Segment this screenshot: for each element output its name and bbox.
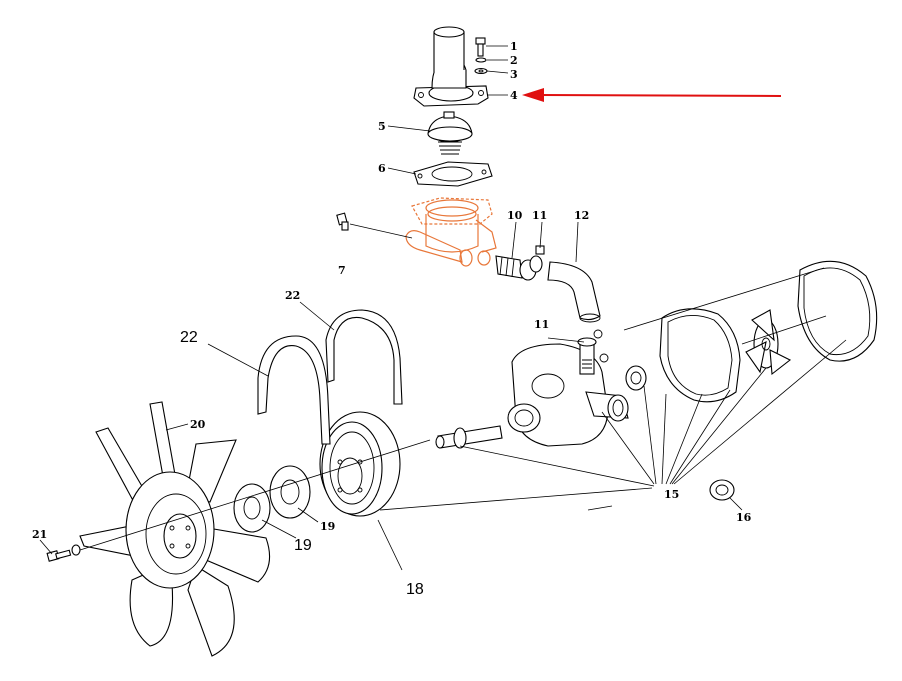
label-12: 12 [574, 209, 589, 222]
fan-spacer [233, 465, 311, 533]
label-22-bold: 22 [285, 289, 300, 302]
label-22-thin: 22 [180, 329, 198, 346]
thermostat [427, 111, 473, 155]
label-11-top: 11 [532, 209, 547, 222]
label-4: 4 [510, 89, 518, 102]
bypass-hose [547, 261, 601, 323]
thermostat-housing-highlighted [405, 197, 497, 267]
pump-gasket [659, 308, 741, 403]
label-10: 10 [507, 209, 523, 222]
pump-seal [625, 365, 647, 391]
pump-rear-plate [797, 260, 878, 362]
part-labels: 1 2 3 4 5 6 7 10 11 11 12 15 16 18 19 19… [32, 40, 752, 598]
label-11-lower: 11 [534, 318, 549, 331]
hose-nipple [495, 245, 545, 281]
label-5: 5 [378, 120, 386, 133]
label-1: 1 [510, 40, 518, 53]
v-belt [257, 309, 403, 445]
fan-bolt [46, 544, 81, 562]
pulley [319, 411, 401, 517]
label-6: 6 [378, 162, 386, 175]
cover-bolt [474, 37, 488, 75]
water-pump-body [507, 329, 629, 447]
label-7: 7 [338, 264, 346, 277]
label-19-thin: 19 [294, 537, 312, 554]
impeller [745, 309, 792, 376]
label-20: 20 [190, 418, 206, 431]
label-2: 2 [510, 54, 518, 67]
label-21: 21 [32, 528, 47, 541]
fan [79, 401, 271, 657]
temperature-sensor [336, 212, 413, 239]
leader-lines [39, 45, 847, 571]
label-3: 3 [510, 68, 518, 81]
oil-seal [709, 479, 735, 501]
pump-shaft [435, 425, 503, 449]
label-19-bold: 19 [320, 520, 335, 533]
label-16: 16 [736, 511, 752, 524]
gasket [413, 161, 493, 187]
highlight-arrow [522, 88, 782, 102]
label-15: 15 [664, 488, 679, 501]
thermostat-housing-cover [413, 26, 489, 107]
label-18: 18 [406, 581, 424, 598]
